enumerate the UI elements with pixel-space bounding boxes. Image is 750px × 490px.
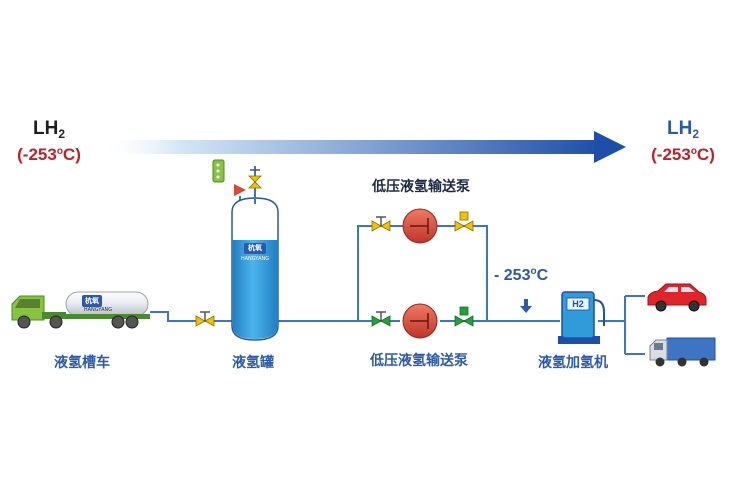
dispenser-temp-sup: o [530, 266, 537, 277]
inlet-lh-sub: 2 [58, 127, 65, 141]
truck-logo-badge [82, 295, 102, 307]
car-icon [647, 283, 707, 312]
outlet-lh-sub: 2 [692, 127, 699, 141]
dispenser [558, 291, 605, 344]
pump-top-label: 低压液氢输送泵 [372, 179, 470, 195]
inlet-temp-sup: o [56, 146, 63, 157]
trailer-chassis [60, 314, 150, 319]
outlet-temp-prefix: (-253 [651, 145, 691, 164]
flow-arrow [100, 131, 626, 163]
outlet-label: LH2 (-253oC) [640, 118, 726, 165]
outlet-temp-suffix: C) [696, 145, 715, 164]
tank-top-valves [212, 159, 262, 204]
inlet-lh-text: LH [32, 118, 59, 139]
dispenser-temp-prefix: - 253 [494, 267, 531, 284]
tank-logo-badge [244, 243, 266, 254]
bottom-pump-branch [371, 303, 474, 339]
truck-window [15, 299, 40, 308]
inlet-label: LH2 (-253oC) [10, 118, 88, 165]
tank-label: 液氢罐 [232, 355, 274, 371]
truck-logo-text: 杭氧 [85, 297, 99, 305]
tank-logo-english: HANGYANG [240, 256, 270, 262]
dispenser-temp: - 253oC [494, 266, 548, 285]
storage-tank [231, 197, 279, 341]
truck-logo-english: HANGYANG [83, 307, 113, 313]
truck-icon [649, 337, 716, 367]
dispenser-temp-suffix: C [536, 267, 549, 284]
truck-label: 液氢槽车 [54, 355, 110, 371]
down-arrow-icon [520, 299, 532, 313]
pump-bottom-label: 低压液氢输送泵 [370, 353, 468, 369]
outlet-temp-sup: o [690, 146, 697, 157]
dispenser-label: 液氢加氢机 [538, 355, 608, 371]
inlet-temp-prefix: (-253 [17, 145, 57, 164]
inlet-temp-suffix: C) [62, 145, 81, 164]
outlet-lh-text: LH [666, 118, 693, 139]
tanker-truck [11, 291, 150, 329]
inlet-valve [195, 311, 215, 327]
tank-logo-text: 杭氧 [248, 244, 262, 252]
dispenser-h2-mark: H2 [572, 299, 584, 309]
top-pump-branch [371, 208, 474, 244]
